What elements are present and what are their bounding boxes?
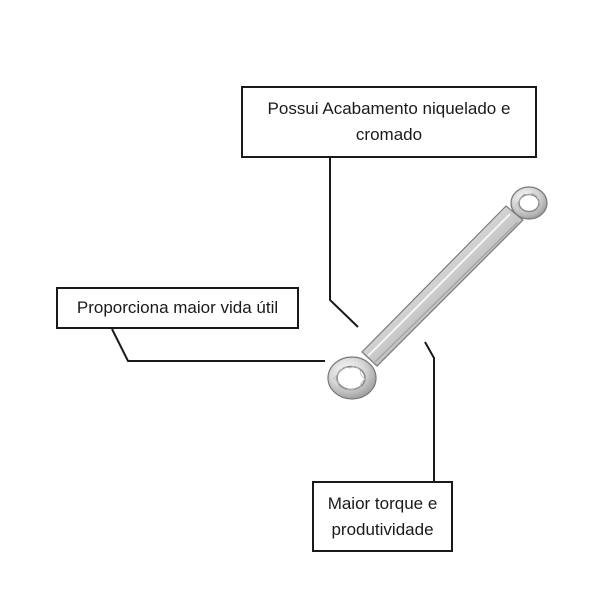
- double-ring-wrench-icon: [327, 186, 548, 400]
- leader-line-top: [329, 158, 359, 328]
- callout-torque-text: Maior torque e produtividade: [327, 493, 438, 539]
- callout-finish-text: Possui Acabamento niquelado e cromado: [267, 99, 511, 144]
- callout-durability: Proporciona maior vida útil: [56, 287, 299, 329]
- callout-torque: Maior torque e produtividade: [312, 481, 453, 552]
- callout-durability-text: Proporciona maior vida útil: [76, 298, 279, 317]
- leader-line-left: [111, 328, 325, 362]
- callout-finish: Possui Acabamento niquelado e cromado: [241, 86, 537, 158]
- leader-line-bottom: [424, 341, 435, 481]
